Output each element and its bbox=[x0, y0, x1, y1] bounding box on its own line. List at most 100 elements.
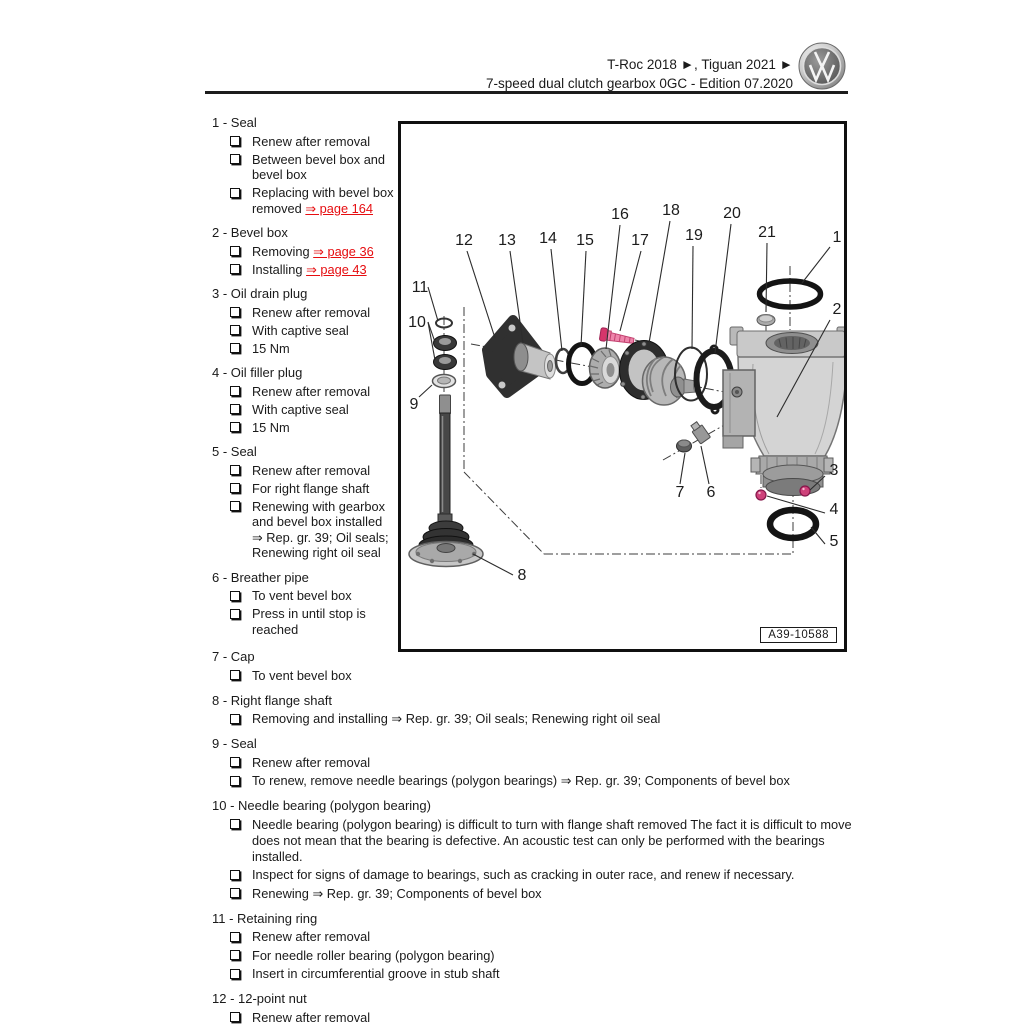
leader-line bbox=[809, 475, 826, 491]
bullet-row: Replacing with bevel box removed ⇒ page … bbox=[212, 185, 394, 216]
text-segment: Renew after removal bbox=[252, 383, 371, 399]
text-segment: To vent bevel box bbox=[252, 667, 352, 683]
checkbox-icon bbox=[230, 404, 240, 414]
leader-line bbox=[679, 452, 686, 485]
leader-line bbox=[427, 321, 436, 361]
text-segment: Replacing with bevel box removed bbox=[252, 185, 394, 216]
page-link[interactable]: ⇒ page 164 bbox=[305, 200, 373, 216]
leader-line bbox=[801, 246, 831, 284]
callout-number-8: 8 bbox=[518, 567, 527, 584]
checkbox-icon bbox=[230, 501, 240, 511]
callout-number-15: 15 bbox=[576, 232, 594, 249]
bullet-text: Removing ⇒ page 36 bbox=[252, 244, 374, 260]
bullet-text: Replacing with bevel box removed ⇒ page … bbox=[252, 185, 394, 216]
callout-number-18: 18 bbox=[662, 202, 680, 219]
callout-number-12: 12 bbox=[455, 232, 473, 249]
part-item-title: 11 - Retaining ring bbox=[212, 910, 318, 926]
checkbox-icon bbox=[230, 757, 240, 767]
bullet-row: 15 Nm bbox=[212, 420, 394, 436]
leader-line bbox=[427, 286, 439, 322]
leader-line bbox=[648, 220, 671, 344]
figure-reference-text: A39-10588 bbox=[768, 629, 829, 641]
part-bolt-17 bbox=[599, 327, 635, 344]
bullet-row: Renew after removal bbox=[212, 1010, 852, 1024]
figure-reference-label: A39-10588 bbox=[760, 627, 837, 643]
checkbox-icon bbox=[230, 590, 240, 601]
text-segment: To vent bevel box bbox=[252, 588, 352, 603]
bullet-row: With captive seal bbox=[212, 323, 394, 339]
text-segment: Renewing ⇒ Rep. gr. 39; Components of be… bbox=[252, 885, 542, 901]
bullet-text: With captive seal bbox=[252, 402, 349, 418]
bullet-row: To vent bevel box bbox=[212, 588, 394, 604]
leader-line bbox=[691, 245, 694, 350]
callout-number-5: 5 bbox=[830, 533, 839, 550]
text-segment: Renewing with gearbox and bevel box inst… bbox=[252, 498, 389, 561]
checkbox-icon bbox=[230, 246, 240, 256]
text-segment: Removing and installing ⇒ Rep. gr. 39; O… bbox=[252, 711, 661, 726]
text-segment: Renew after removal bbox=[252, 133, 371, 149]
bullet-row: To vent bevel box bbox=[212, 668, 852, 684]
callout-number-9: 9 bbox=[410, 396, 419, 413]
leader-line bbox=[765, 242, 768, 313]
bullet-text: Renew after removal bbox=[252, 305, 370, 321]
bullet-text: Insert in circumferential groove in stub… bbox=[252, 966, 500, 982]
callout-number-19: 19 bbox=[685, 227, 703, 244]
leader-line bbox=[509, 250, 524, 344]
part-item-title: 6 - Breather pipe bbox=[212, 569, 309, 585]
page-link[interactable]: ⇒ page 36 bbox=[313, 243, 374, 259]
bullet-text: Renew after removal bbox=[252, 755, 370, 771]
page-link[interactable]: ⇒ page 43 bbox=[306, 261, 367, 277]
part-cap-7 bbox=[676, 439, 692, 453]
bullet-text: With captive seal bbox=[252, 323, 349, 339]
part-breather-pipe bbox=[690, 421, 711, 445]
part-plug-3 bbox=[799, 485, 811, 497]
part-item-title: 7 - Cap bbox=[212, 649, 255, 664]
text-segment: For needle roller bearing (polygon beari… bbox=[252, 947, 495, 963]
checkbox-icon bbox=[230, 264, 240, 274]
checkbox-icon bbox=[230, 154, 240, 164]
text-segment: Insert in circumferential groove in stub… bbox=[252, 966, 500, 981]
checkbox-icon bbox=[230, 422, 240, 432]
bullet-row: Renew after removal bbox=[212, 134, 394, 150]
checkbox-icon bbox=[230, 465, 240, 475]
bullet-row: Removing ⇒ page 36 bbox=[212, 244, 394, 260]
parts-list-bottom: 7 - Cap To vent bevel box 8 - Right flange… bbox=[212, 648, 852, 1024]
bullet-text: To vent bevel box bbox=[252, 588, 352, 604]
text-segment: 15 Nm bbox=[252, 340, 290, 356]
bullet-row: Renewing ⇒ Rep. gr. 39; Components of be… bbox=[212, 886, 852, 902]
checkbox-icon bbox=[230, 931, 240, 942]
checkbox-icon bbox=[230, 950, 240, 960]
callout-number-2: 2 bbox=[833, 301, 842, 318]
leader-line bbox=[550, 248, 563, 352]
checkbox-icon bbox=[230, 307, 240, 317]
leader-lines bbox=[418, 220, 831, 576]
text-segment: Installing bbox=[252, 261, 307, 277]
bullet-text: Press in until stop is reached bbox=[252, 606, 394, 637]
leader-line bbox=[605, 224, 621, 350]
part-retaining-ring bbox=[435, 317, 453, 329]
bullet-row: For needle roller bearing (polygon beari… bbox=[212, 948, 852, 964]
callout-number-11: 11 bbox=[412, 279, 429, 296]
leader-line bbox=[766, 495, 826, 514]
checkbox-icon bbox=[230, 713, 240, 724]
callout-number-20: 20 bbox=[723, 205, 741, 222]
checkbox-icon bbox=[230, 819, 240, 829]
part-item-title: 2 - Bevel box bbox=[212, 225, 288, 240]
callout-number-3: 3 bbox=[830, 462, 839, 479]
bullet-row: Renew after removal bbox=[212, 305, 394, 321]
part-item-7: 7 - Cap To vent bevel box bbox=[212, 648, 852, 684]
part-item-title: 10 - Needle bearing (polygon bearing) bbox=[212, 798, 431, 813]
bullet-text: To renew, remove needle bearings (polygo… bbox=[252, 773, 790, 789]
checkbox-icon bbox=[230, 187, 240, 198]
bullet-row: Between bevel box and bevel box bbox=[212, 152, 394, 183]
leader-line bbox=[580, 250, 587, 347]
bullet-text: Inspect for signs of damage to bearings,… bbox=[252, 867, 795, 883]
bullet-row: Press in until stop is reached bbox=[212, 606, 394, 637]
